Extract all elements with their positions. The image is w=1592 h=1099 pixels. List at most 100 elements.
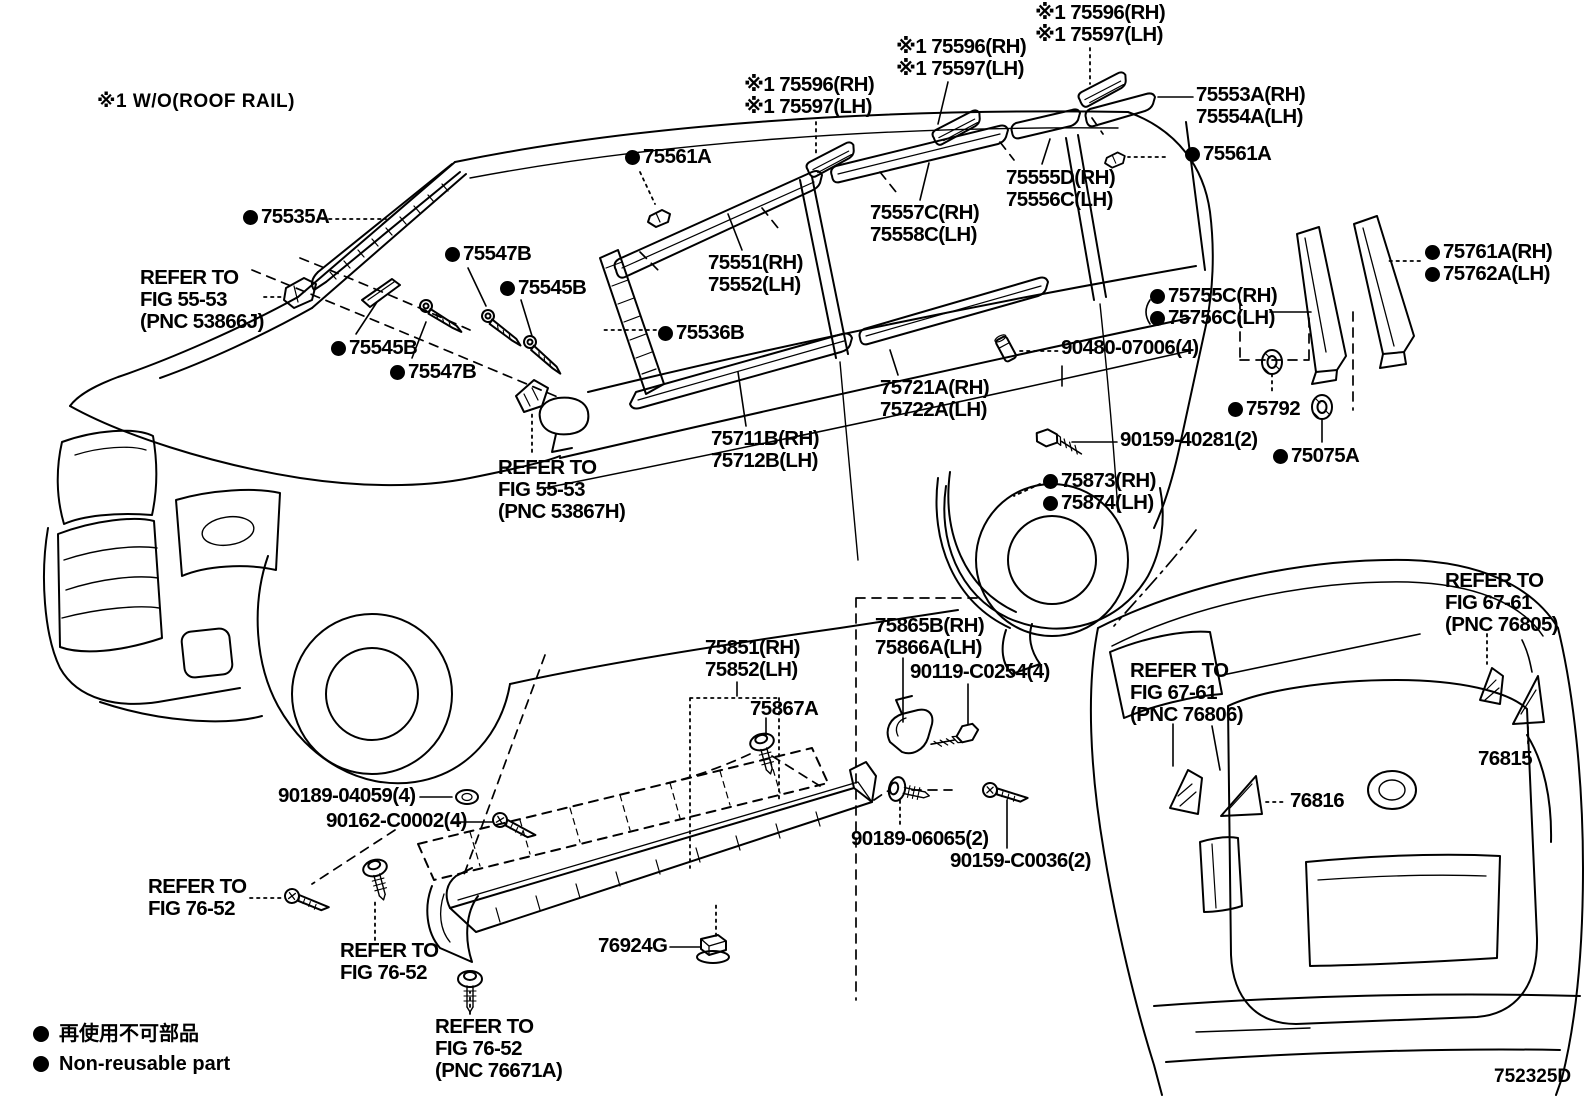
part-90159-C0036: 90159-C0036(2): [950, 850, 1092, 872]
part-number-text: 75874(LH): [1061, 491, 1154, 514]
clip-75596-right: ※1 75596(RH)※1 75597(LH): [1035, 1, 1166, 46]
part-number-text: 75762A(LH): [1443, 262, 1550, 285]
legend-row-jp: 再使用不可部品: [33, 1019, 230, 1049]
part-number-text: 75545B: [349, 336, 418, 359]
part-number-text: 76924G: [598, 934, 668, 957]
part-number-text: ※1 75596(RH): [1035, 1, 1166, 24]
part-number-text: 75761A(RH): [1443, 240, 1553, 263]
part-90189-04059: 90189-04059(4): [278, 785, 416, 807]
part-number-text: REFER TO: [435, 1015, 534, 1038]
front-vehicle-drawing: [43, 110, 1214, 785]
part-75561A-right: 75561A: [1185, 142, 1272, 165]
part-number-text: (PNC 76671A): [435, 1059, 563, 1082]
non-reusable-dot-icon: [243, 209, 258, 225]
part-number-text: 75556C(LH): [1006, 188, 1113, 211]
part-75545B-upper: 75545B: [500, 277, 587, 299]
screw-pin-icon: [475, 307, 529, 347]
part-number-text: FIG 76-52: [340, 961, 427, 984]
part-75755C: 75755C(RH)75756C(LH): [1150, 284, 1278, 329]
sill-clip-icon: [747, 730, 784, 778]
non-reusable-dot-icon: [1273, 448, 1288, 464]
part-number-text: 75851(RH): [705, 636, 800, 659]
roof-clip-icon: [1074, 70, 1132, 110]
part-75761A: 75761A(RH)75762A(LH): [1425, 240, 1553, 285]
part-number-text: 75553A(RH): [1196, 83, 1306, 106]
part-75555D: 75555D(RH)75556C(LH): [1006, 167, 1116, 211]
part-number-text: 75721A(RH): [880, 376, 990, 399]
part-number-text: REFER TO: [340, 939, 439, 962]
sill-screw-icon: [282, 887, 332, 913]
non-reusable-dot-icon: [625, 149, 640, 165]
part-number-text: 75558C(LH): [870, 223, 977, 246]
sill-grommet-icon: [455, 789, 479, 805]
non-reusable-dot-icon: [33, 1026, 49, 1042]
part-number-text: 76816: [1290, 789, 1345, 812]
part-75553A: 75553A(RH)75554A(LH): [1196, 83, 1306, 128]
part-number-text: FIG 67-61: [1445, 591, 1532, 614]
part-76815: 76815: [1478, 748, 1533, 770]
part-number-text: FIG 76-52: [435, 1037, 522, 1060]
part-number-text: 75866A(LH): [875, 636, 982, 659]
part-75721A: 75721A(RH)75722A(LH): [880, 376, 990, 421]
grommet-icon: [1311, 394, 1333, 420]
part-number-text: REFER TO: [1130, 659, 1229, 682]
part-number-text: ※1 75597(LH): [744, 95, 872, 118]
part-number-text: FIG 55-53: [498, 478, 585, 501]
part-75075A: 75075A: [1273, 445, 1360, 467]
part-75547B-upper: 75547B: [445, 243, 532, 265]
dotted-leader-lines: [249, 47, 1529, 1015]
part-number-text: 75873(RH): [1061, 469, 1156, 492]
clip-75596-left: ※1 75596(RH)※1 75597(LH): [744, 74, 875, 118]
non-reusable-dot-icon: [33, 1056, 49, 1072]
part-76924G: 76924G: [598, 934, 668, 957]
non-reusable-dot-icon: [1043, 495, 1058, 511]
non-reusable-dot-icon: [1425, 266, 1440, 282]
part-number-text: FIG 67-61: [1130, 681, 1217, 704]
part-75711B: 75711B(RH)75712B(LH): [711, 427, 820, 472]
legend-text-en: Non-reusable part: [59, 1053, 231, 1075]
part-number-text: 75557C(RH): [870, 201, 980, 224]
part-75873: 75873(RH)75874(LH): [1043, 470, 1156, 514]
non-reusable-dot-icon: [1043, 473, 1058, 489]
part-75561A-left: 75561A: [625, 146, 712, 168]
legend-text-jp: 再使用不可部品: [59, 1023, 199, 1045]
part-number-text: 75561A: [1203, 142, 1272, 165]
rear-vehicle-drawing: [1089, 558, 1584, 1096]
part-number-text: 75865B(RH): [875, 614, 985, 637]
non-reusable-legend: 再使用不可部品 Non-reusable part: [33, 1019, 230, 1079]
quarter-moulding-parts: [1296, 215, 1415, 385]
nut-icon: [696, 934, 730, 964]
part-90189-06065: 90189-06065(2): [851, 828, 989, 850]
screw-pin-icon: [516, 333, 571, 375]
non-reusable-dot-icon: [1228, 401, 1243, 417]
part-number-text: FIG 76-52: [148, 897, 235, 920]
part-76816: 76816: [1290, 789, 1345, 812]
non-reusable-dot-icon: [1425, 244, 1440, 260]
figure-code: 752325D: [1494, 1066, 1572, 1087]
part-75551: 75551(RH)75552(LH): [708, 252, 803, 296]
part-75867A: 75867A: [750, 698, 819, 720]
part-75865B: 75865B(RH)75866A(LH): [875, 614, 985, 659]
part-number-text: (PNC 53867H): [498, 500, 626, 523]
part-number-text: (PNC 53866J): [140, 310, 264, 333]
part-number-text: 90159-40281(2): [1120, 428, 1258, 451]
part-number-text: ※1 75597(LH): [896, 57, 1024, 80]
part-number-text: 75755C(RH): [1168, 284, 1278, 307]
clip-75596-mid: ※1 75596(RH)※1 75597(LH): [896, 36, 1027, 80]
part-number-text: (PNC 76806): [1130, 703, 1244, 726]
part-number-text: 75792: [1246, 397, 1301, 420]
part-number-text: 75536B: [676, 321, 745, 344]
part-number-text: 75711B(RH): [711, 427, 820, 450]
non-reusable-dot-icon: [390, 364, 405, 380]
part-75536B: 75536B: [658, 321, 745, 344]
part-number-text: 75535A: [261, 205, 330, 228]
part-90480-07006: 90480-07006(4): [1061, 337, 1199, 359]
part-number-text: 90480-07006(4): [1061, 336, 1199, 359]
